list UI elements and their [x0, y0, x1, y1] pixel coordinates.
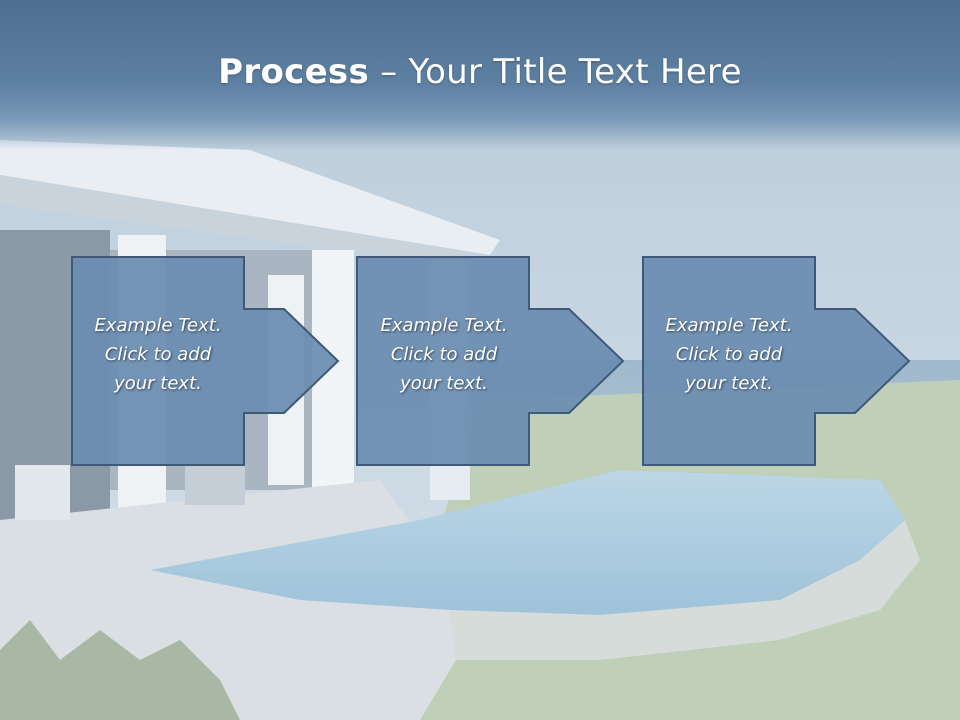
step-2-text[interactable]: Example Text. Click to add your text.: [358, 311, 530, 398]
step-3-line-2: Click to add: [675, 344, 783, 365]
step-2-line-3: your text.: [400, 373, 488, 394]
step-2-line-1: Example Text.: [380, 315, 508, 336]
step-3-line-3: your text.: [685, 373, 773, 394]
step-1-text[interactable]: Example Text. Click to add your text.: [72, 311, 244, 398]
step-3-line-1: Example Text.: [665, 315, 793, 336]
step-1-line-2: Click to add: [104, 344, 212, 365]
step-1-line-3: your text.: [114, 373, 202, 394]
step-3-text[interactable]: Example Text. Click to add your text.: [643, 311, 815, 398]
slide-title[interactable]: Process – Your Title Text Here: [0, 52, 960, 92]
process-step-1[interactable]: [71, 256, 340, 466]
title-bold: Process: [218, 52, 370, 92]
process-step-3[interactable]: [642, 256, 911, 466]
process-step-2[interactable]: [356, 256, 625, 466]
title-band: [0, 0, 960, 150]
title-rest: – Your Title Text Here: [369, 52, 742, 92]
step-2-line-2: Click to add: [390, 344, 498, 365]
step-1-line-1: Example Text.: [94, 315, 222, 336]
